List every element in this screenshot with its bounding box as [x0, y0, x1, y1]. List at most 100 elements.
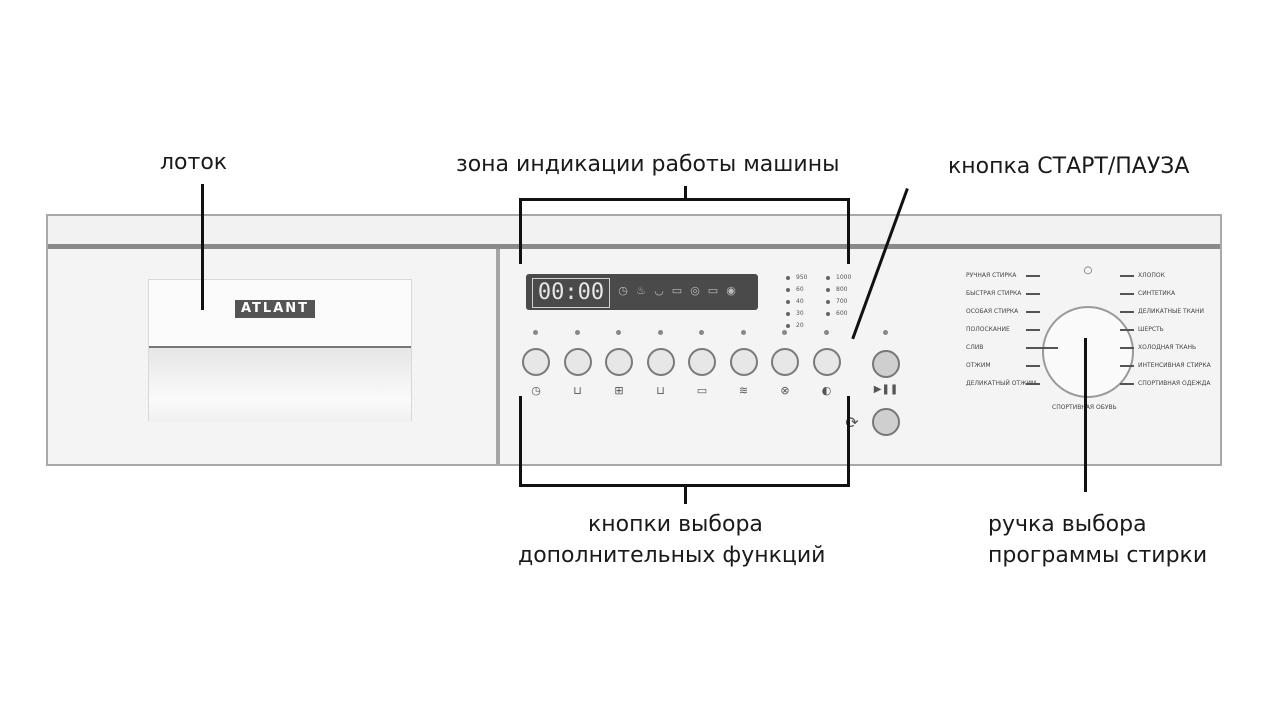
program-tick [1120, 329, 1134, 331]
start-pause-button[interactable] [872, 350, 900, 378]
program-label: СПОРТИВНАЯ ОДЕЖДА [1138, 380, 1211, 387]
function-button[interactable] [563, 348, 592, 376]
callout-extra-buttons-2: дополнительных функций [518, 543, 826, 568]
callout-line-extras-stem [684, 486, 687, 504]
program-tick [1120, 383, 1134, 385]
program-tick [1026, 311, 1040, 313]
program-tick [1026, 293, 1040, 295]
program-tick [1120, 293, 1134, 295]
easy-iron-icon: ≋ [738, 384, 749, 397]
function-button[interactable] [812, 348, 841, 376]
callout-program-knob-2: программы стирки [988, 543, 1208, 568]
panel-top-strip [48, 216, 1220, 249]
spin-icon: ▭ [696, 384, 708, 397]
display-time: 00:00 [532, 278, 610, 308]
program-label: ДЕЛИКАТНЫЙ ОТЖИМ [966, 380, 1037, 387]
callout-indication-zone: зона индикации работы машины [456, 152, 840, 177]
temp-led-dot [786, 300, 790, 304]
temp-label: 60 [796, 286, 804, 293]
program-tick [1026, 365, 1040, 367]
program-selector-knob[interactable] [1042, 306, 1134, 398]
program-label: СЛИВ [966, 344, 984, 351]
spin-label: 800 [836, 286, 848, 293]
callout-extra-buttons-1: кнопки выбора [588, 512, 763, 537]
program-label: ОСОБАЯ СТИРКА [966, 308, 1019, 315]
program-tick [1026, 329, 1040, 331]
timer-icon: ◷ [531, 384, 541, 397]
callout-line-indication-stem [684, 186, 687, 200]
function-button[interactable] [605, 348, 633, 376]
temp-led-dot [786, 288, 790, 292]
tray-handle[interactable] [149, 346, 411, 422]
function-indicator-dot [574, 330, 580, 335]
rinse-plus-icon: ⊔ [656, 384, 665, 397]
rinse-icon: ▭ [671, 284, 683, 297]
temp-label: 950 [796, 274, 808, 281]
program-label: СИНТЕТИКА [1138, 290, 1176, 297]
temp-label: 30 [796, 310, 804, 317]
temp-label: 20 [796, 322, 804, 329]
temp-led-dot [786, 324, 790, 328]
control-panel: ATLANT 00:00 ◷ ♨ ◡ ▭ ◎ ▭ ◉ 950 60 40 30 20 1… [46, 214, 1222, 466]
function-indicator-dot [616, 330, 621, 335]
indication-display: 00:00 ◷ ♨ ◡ ▭ ◎ ▭ ◉ [526, 274, 758, 310]
function-indicator-dot [657, 330, 663, 335]
spin-led-dot [826, 312, 830, 316]
callout-tray: лоток [160, 150, 228, 175]
child-lock-icon: ⊗ [780, 384, 790, 397]
callout-line-indication-left [519, 198, 522, 264]
start-indicator-dot [883, 330, 888, 335]
spin-label: 1000 [836, 274, 852, 281]
temp-led-dot [786, 276, 790, 280]
callout-line-program-knob [1084, 338, 1087, 492]
spin-button[interactable] [872, 408, 900, 436]
program-label: ШЕРСТЬ [1138, 326, 1164, 333]
spin-led-dot [826, 300, 830, 304]
function-button[interactable] [729, 348, 758, 376]
callout-line-tray [201, 184, 204, 310]
function-indicator-dot [823, 330, 829, 335]
detergent-tray[interactable]: ATLANT [148, 279, 412, 422]
program-label: ОТЖИМ [966, 362, 991, 369]
spin-label: 700 [836, 298, 848, 305]
prewash-icon: ⊔ [573, 384, 582, 397]
callout-program-knob-1: ручка выбора [988, 512, 1147, 537]
spin-led-dot [826, 276, 830, 280]
function-indicator-dot [782, 330, 787, 335]
spin-label: 600 [836, 310, 848, 317]
prewash-icon: ♨ [636, 284, 646, 297]
program-tick [1026, 275, 1040, 277]
brand-logo: ATLANT [235, 300, 316, 318]
no-spin-icon: ◐ [821, 384, 832, 397]
function-button[interactable] [771, 348, 799, 376]
temp-led-dot [786, 312, 790, 316]
program-label: РУЧНАЯ СТИРКА [966, 272, 1017, 279]
callout-start-pause: кнопка СТАРТ/ПАУЗА [948, 154, 1190, 179]
program-label: ПОЛОСКАНИЕ [966, 326, 1010, 333]
clock-icon: ◷ [618, 284, 628, 297]
function-button[interactable] [688, 348, 716, 376]
callout-line-extras-bottom [519, 484, 850, 487]
callout-line-extras-left [519, 396, 522, 486]
function-indicator-dot [533, 330, 538, 335]
function-button[interactable] [646, 348, 675, 376]
program-tick [1026, 347, 1058, 349]
program-tick [1120, 311, 1134, 313]
spin-icon: ◎ [690, 284, 700, 297]
panel-divider [496, 249, 500, 464]
program-label: ИНТЕНСИВНАЯ СТИРКА [1138, 362, 1211, 369]
wash-icon: ◡ [654, 284, 664, 297]
intensive-icon: ⊞ [614, 384, 624, 397]
program-tick [1120, 275, 1134, 277]
function-indicator-dot [740, 330, 746, 335]
program-label: БЫСТРАЯ СТИРКА [966, 290, 1022, 297]
temp-label: 40 [796, 298, 804, 305]
program-label: ХОЛОДНАЯ ТКАНЬ [1138, 344, 1197, 351]
callout-line-indication-right [847, 198, 850, 264]
lock-icon: ◉ [726, 284, 736, 297]
play-pause-icon: ▶❚❚ [873, 384, 899, 395]
function-button[interactable] [522, 348, 550, 376]
program-tick [1120, 347, 1134, 349]
program-label: ХЛОПОК [1138, 272, 1165, 279]
program-tick [1026, 383, 1040, 385]
